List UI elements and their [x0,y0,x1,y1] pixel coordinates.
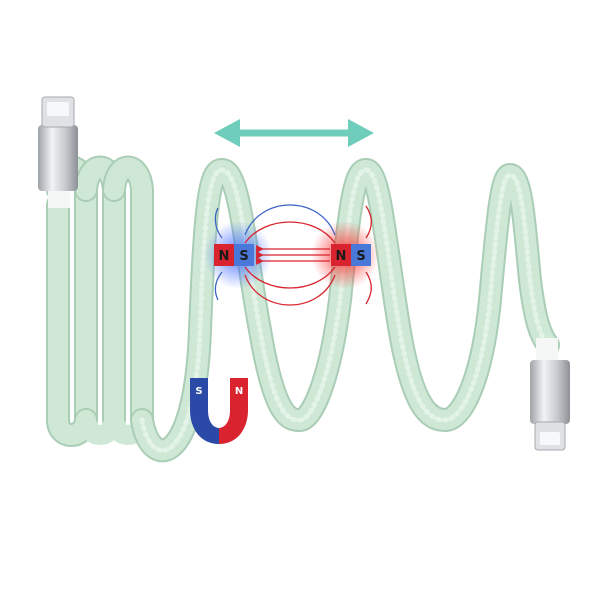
north-pole-label: N [235,386,243,397]
coiled-cable-section [46,155,154,447]
magnetic-field-lines [214,204,372,306]
south-pole-label: S [356,249,365,264]
north-pole-label: N [336,249,347,264]
usb-c-connector-icon [530,338,570,451]
right-bar-magnet: N S [331,244,371,266]
usb-c-connector-icon [38,96,78,208]
left-bar-magnet: N S [214,244,254,266]
north-pole-label: N [219,249,230,264]
horseshoe-magnet-icon: S N [190,378,248,444]
south-pole-label: S [195,386,202,397]
double-headed-arrow-icon [214,119,374,147]
south-pole-label: S [239,249,248,264]
cable-wave [130,157,560,463]
